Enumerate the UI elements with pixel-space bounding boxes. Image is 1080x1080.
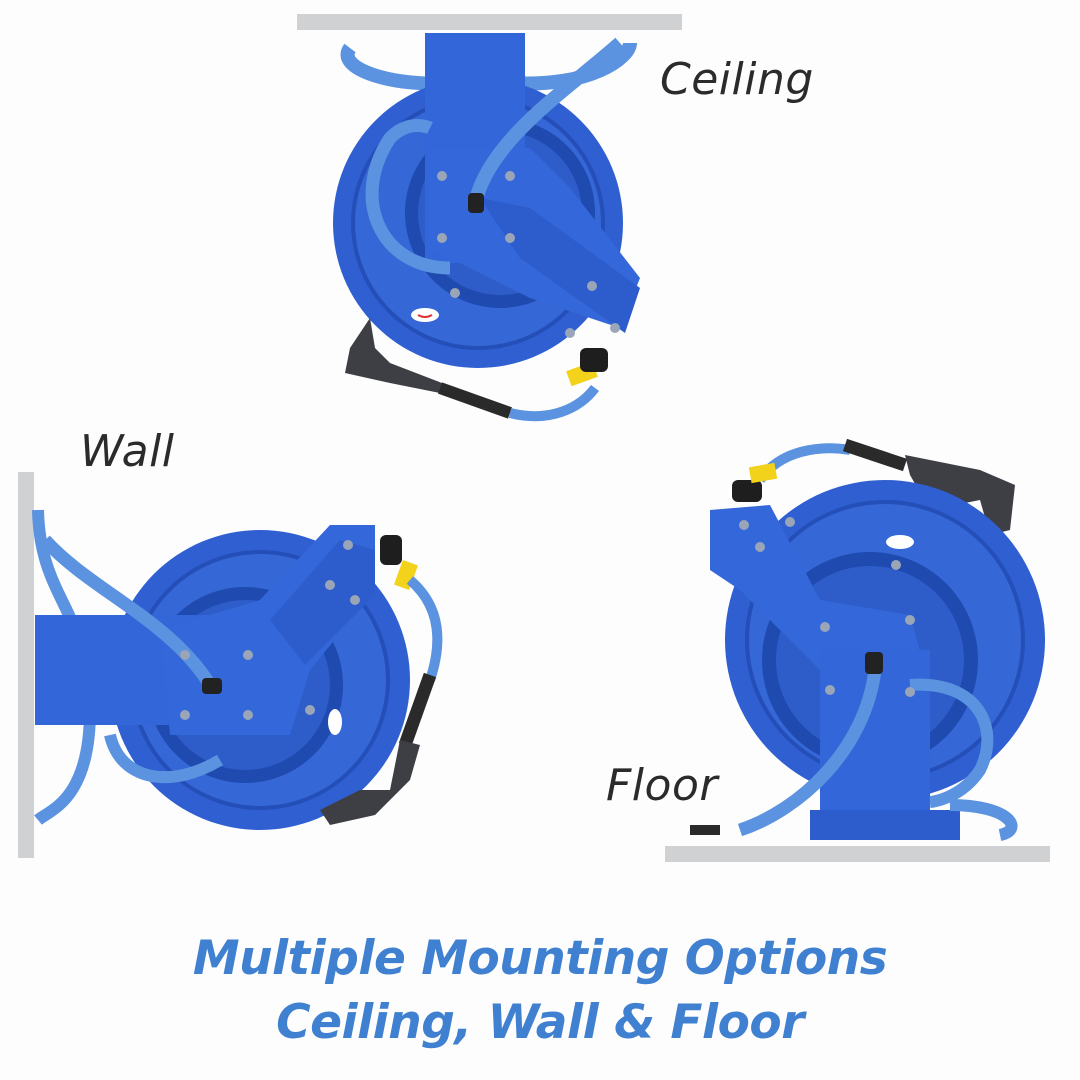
hose-reel-wall-image	[32, 509, 443, 830]
wall-surface	[18, 472, 34, 858]
hose-reel-floor-image	[690, 438, 1045, 841]
ceiling-label: Ceiling	[660, 54, 814, 105]
hose-reel-ceiling-image	[333, 33, 640, 422]
wall-label: Wall	[80, 426, 175, 477]
caption-line-1: Multiple Mounting Options	[192, 931, 888, 986]
caption-line-2: Ceiling, Wall & Floor	[276, 995, 804, 1050]
floor-surface	[665, 846, 1050, 862]
ceiling-surface	[297, 14, 682, 30]
floor-label: Floor	[606, 760, 718, 811]
